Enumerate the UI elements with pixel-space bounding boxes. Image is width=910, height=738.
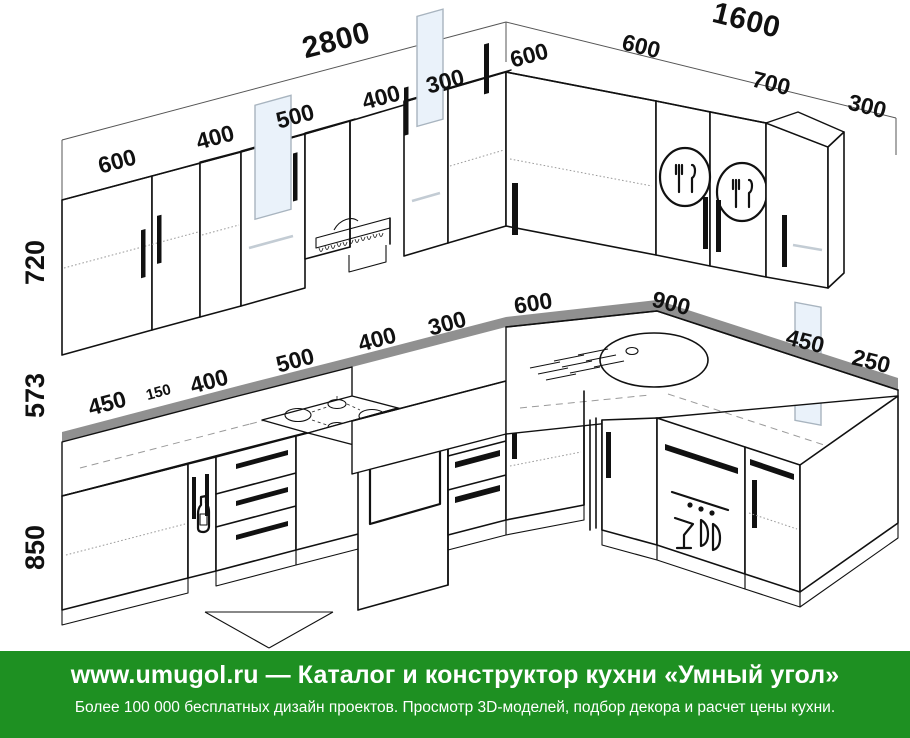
base-end-unit[interactable] bbox=[744, 379, 899, 608]
banner-url[interactable]: www.umugol.ru bbox=[70, 661, 259, 689]
wall-corner-cabinet[interactable] bbox=[505, 57, 657, 256]
upper-left-wall-group bbox=[61, 8, 512, 356]
banner-headline: www.umugol.ru — Каталог и конструктор ку… bbox=[0, 661, 910, 690]
wall-cabinet-glass3[interactable] bbox=[765, 111, 845, 426]
countertop-edge bbox=[62, 300, 898, 442]
dimension-height-upper: 720 bbox=[20, 239, 50, 285]
base-hob-unit[interactable] bbox=[256, 393, 399, 566]
base-cabinet-door[interactable] bbox=[61, 412, 189, 626]
dimension-height-lower: 850 bbox=[20, 524, 50, 570]
wall-cabinet-1door[interactable] bbox=[199, 149, 247, 318]
base-bottle-rack[interactable] bbox=[187, 456, 217, 579]
sink-drainer-grooves bbox=[529, 348, 625, 381]
wall-cabinet-2door[interactable] bbox=[61, 161, 206, 356]
dimension-height-backsplash: 573 bbox=[20, 372, 50, 418]
wall-cabinet-glass[interactable] bbox=[240, 94, 311, 307]
wall-cabinet-glass2[interactable] bbox=[403, 8, 454, 257]
upper-right-wall-group bbox=[655, 89, 845, 426]
base-corner-sink[interactable] bbox=[351, 310, 899, 561]
site-banner: www.umugol.ru — Каталог и конструктор ку… bbox=[0, 651, 910, 738]
pointer-arrow bbox=[204, 611, 334, 649]
banner-headline-text: Каталог и конструктор кухни «Умный угол» bbox=[297, 661, 840, 689]
banner-subtitle: Более 100 000 бесплатных дизайн проектов… bbox=[74, 699, 836, 716]
base-drawers-3[interactable] bbox=[215, 435, 297, 587]
dimension-lower-600: 600 bbox=[512, 287, 555, 319]
banner-dash: — bbox=[265, 661, 291, 689]
cutlery-motif-icon bbox=[658, 146, 712, 208]
wall-cabinet-cutlery[interactable] bbox=[655, 89, 769, 278]
